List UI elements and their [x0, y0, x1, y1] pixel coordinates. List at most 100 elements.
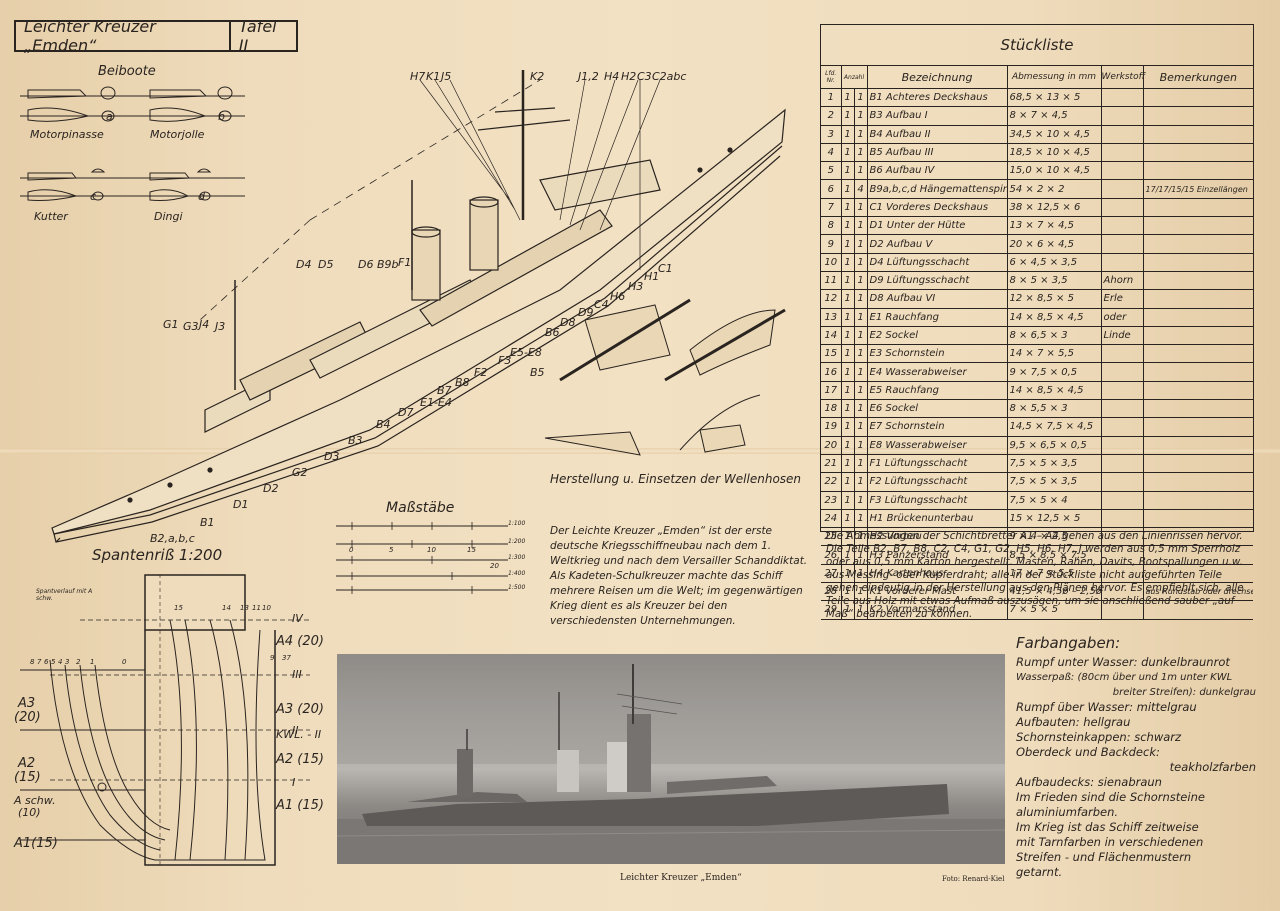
parts-cell — [1101, 454, 1144, 474]
frame-number: 13 — [240, 604, 249, 612]
ship-label: C4 — [594, 298, 609, 311]
ship-label: G1 — [163, 318, 179, 331]
parts-cell: 1 — [841, 491, 855, 510]
parts-cell — [1101, 344, 1144, 364]
parts-cell — [1143, 509, 1253, 529]
ship-label: J4 — [199, 318, 210, 331]
paint-line: Oberdeck und Backdeck: — [1016, 745, 1160, 759]
parts-cell: 12 — [821, 289, 842, 309]
frame-label-right: A3 (20) — [276, 702, 324, 717]
ship-label: B2,a,b,c — [150, 532, 195, 545]
parts-cell — [1143, 362, 1253, 382]
parts-cell: B6 Aufbau IV — [867, 161, 1008, 181]
parts-cell: 1 — [841, 509, 855, 529]
ship-label: G3 — [183, 320, 199, 333]
ship-label: E1-E4 — [420, 396, 452, 409]
frames-heading: Spantenriß 1:200 — [92, 546, 223, 564]
parts-cell — [1143, 326, 1253, 346]
parts-cell: 8 × 7 × 4,5 — [1007, 106, 1102, 126]
ship-label: E5-E8 — [510, 346, 542, 359]
ship-label: B1 — [200, 516, 215, 529]
frame-label-left: A schw. — [14, 794, 56, 807]
parts-cell — [1143, 436, 1253, 455]
parts-cell: 7 × 5 × 5 — [1007, 600, 1102, 620]
ship-label: D4 — [296, 258, 312, 271]
ship-label: B7 — [437, 384, 452, 397]
parts-cell: D2 Aufbau V — [867, 234, 1008, 254]
paint-line: getarnt. — [1016, 865, 1063, 879]
parts-cell: 18 — [821, 399, 842, 419]
ship-label: F1 — [398, 256, 412, 269]
parts-cell — [1143, 399, 1253, 419]
parts-cell: 1 — [854, 198, 868, 218]
parts-cell: 34,5 × 10 × 4,5 — [1007, 125, 1102, 144]
boat-label-motorjolle: Motorjolle — [150, 128, 205, 141]
parts-cell: 4 — [821, 143, 842, 163]
parts-cell: 22 — [821, 472, 842, 492]
parts-cell: 1 — [841, 527, 855, 547]
frame-number: 7 — [37, 658, 42, 666]
parts-cell: K1 Vorderer Mast — [867, 582, 1008, 602]
boat-label-motorpinasse: Motorpinasse — [30, 128, 104, 141]
parts-cell: 1 — [854, 344, 868, 364]
parts-cell: 1 — [841, 253, 855, 272]
scale-ratio: 1:300 — [508, 554, 526, 561]
frame-number: 8 — [30, 658, 35, 666]
parts-cell: 1 — [854, 253, 868, 272]
parts-cell: K2 Vormarsstand — [867, 600, 1008, 620]
frame-label-left: A3 — [18, 696, 36, 711]
parts-cell: 1 — [841, 600, 855, 620]
ship-label: K1 — [426, 70, 441, 83]
parts-cell — [1143, 271, 1253, 291]
frame-number: 9 — [270, 654, 275, 662]
ship-label: K2 — [530, 70, 545, 83]
fold-crease — [0, 448, 1280, 454]
parts-cell — [1101, 179, 1144, 199]
frames-note: Spantverlauf mit A schw. — [36, 588, 93, 602]
parts-cell: B9a,b,c,d Hängemattenspinde — [867, 179, 1008, 199]
ship-label: F3 — [498, 354, 512, 367]
ship-label: J3 — [215, 320, 226, 333]
parts-cell: 1 — [854, 600, 868, 620]
paint-line: Rumpf über Wasser: mittelgrau — [1016, 700, 1197, 714]
scales-heading: Maßstäbe — [386, 500, 455, 516]
parts-cell: 9 — [821, 234, 842, 254]
parts-cell: 1 — [854, 564, 868, 584]
parts-cell: 1 — [854, 271, 868, 291]
parts-cell: H3 Panzerstand — [867, 545, 1008, 565]
frame-number: 37 — [282, 654, 291, 662]
parts-cell: E4 Wasserabweiser — [867, 362, 1008, 382]
frame-label-left: (10) — [18, 806, 41, 819]
parts-cell: 7 — [821, 198, 842, 218]
parts-cell: 1 — [841, 417, 855, 437]
parts-cell — [1101, 509, 1144, 529]
parts-cell: H4 Kartenhaus — [867, 564, 1008, 584]
photo-caption: Leichter Kreuzer „Emden“ — [620, 873, 742, 883]
parts-cell — [1101, 600, 1144, 620]
parts-cell: 38 × 12,5 × 6 — [1007, 198, 1102, 218]
parts-cell: E1 Rauchfang — [867, 308, 1008, 327]
scale-tick: 20 — [490, 562, 499, 570]
parts-cell: 29 — [821, 600, 842, 620]
frame-number: 6 — [44, 658, 49, 666]
ship-label: B8 — [455, 376, 470, 389]
parts-cell: 1 — [841, 88, 855, 108]
photo-credit: Foto: Renard-Kiel — [942, 875, 1005, 883]
parts-cell: 1 — [854, 527, 868, 547]
parts-cell: 1 — [841, 234, 855, 254]
ship-label: H3 — [628, 280, 644, 293]
frame-number: 0 — [122, 658, 127, 666]
parts-cell: 1 — [841, 125, 855, 144]
parts-cell: D1 Unter der Hütte — [867, 216, 1008, 236]
paint-line: Wasserpaß: (80cm über und 1m unter KWL — [1016, 672, 1233, 683]
frame-label-left: (15) — [14, 770, 41, 785]
parts-cell — [1143, 289, 1253, 309]
parts-cell: 10 — [821, 253, 842, 272]
parts-cell: 21 — [821, 454, 842, 474]
